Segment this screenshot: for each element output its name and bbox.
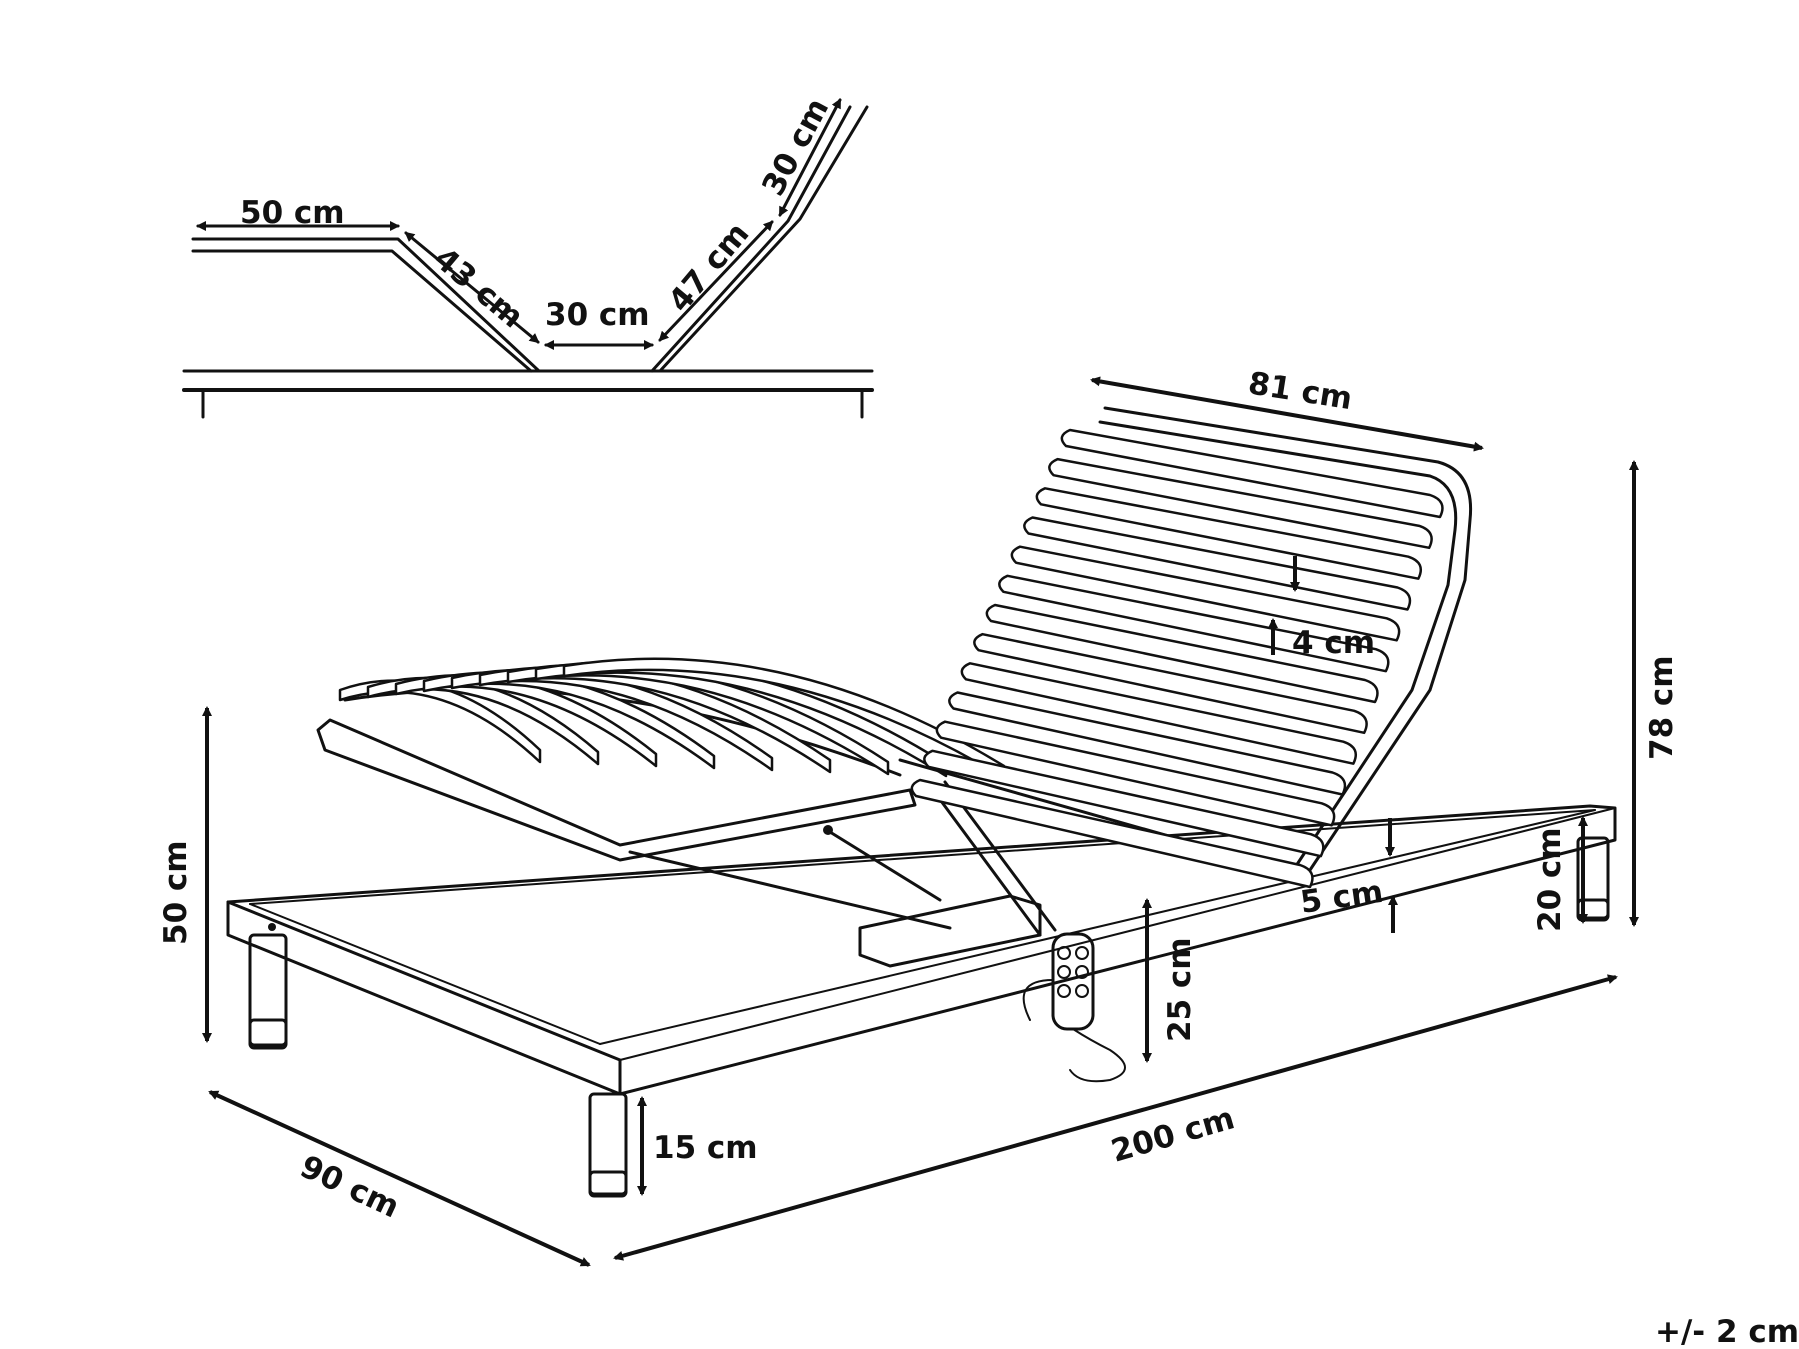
back-section [898,406,1473,889]
back-slat [1010,545,1401,642]
back-slat [960,662,1357,765]
back-slat [985,603,1379,704]
back-slat [935,720,1336,827]
back-slat [1048,457,1433,550]
bed-illustration [226,406,1617,1198]
back-slat [1060,428,1444,519]
back-slat [973,632,1368,735]
remote-control [1022,932,1126,1083]
base-frame [226,804,1617,1096]
back-slat [998,574,1390,673]
dim-leg-height: 15 cm [653,1130,758,1166]
tolerance-note: +/- 2 cm [1655,1314,1799,1349]
dimension-arrows [202,376,1639,1267]
foot-section [316,657,1006,862]
back-slat [910,778,1314,889]
dim-platform-height: 25 cm [1162,937,1198,1042]
back-slat [1035,487,1422,580]
dim-frame-height: 20 cm [1532,827,1568,932]
dim-length: 200 cm [1107,1100,1238,1169]
back-slat [948,691,1347,796]
dim-foot-height: 50 cm [158,840,194,945]
dim-profile-back: 47 cm [662,216,757,319]
motor-mechanism [628,780,1057,968]
dim-profile-head: 30 cm [755,92,836,201]
back-slat [1023,516,1412,611]
dim-profile-thigh: 43 cm [427,241,530,336]
dim-profile-middle: 30 cm [545,297,650,333]
dim-profile-seat: 50 cm [240,195,345,231]
back-slat [923,749,1325,858]
dim-raised-height: 78 cm [1644,655,1680,760]
dim-width: 90 cm [295,1149,405,1226]
profile-side-view: 50 cm 43 cm 30 cm 47 cm 30 cm [182,92,874,419]
dim-slat-gap: 4 cm [1292,625,1375,661]
